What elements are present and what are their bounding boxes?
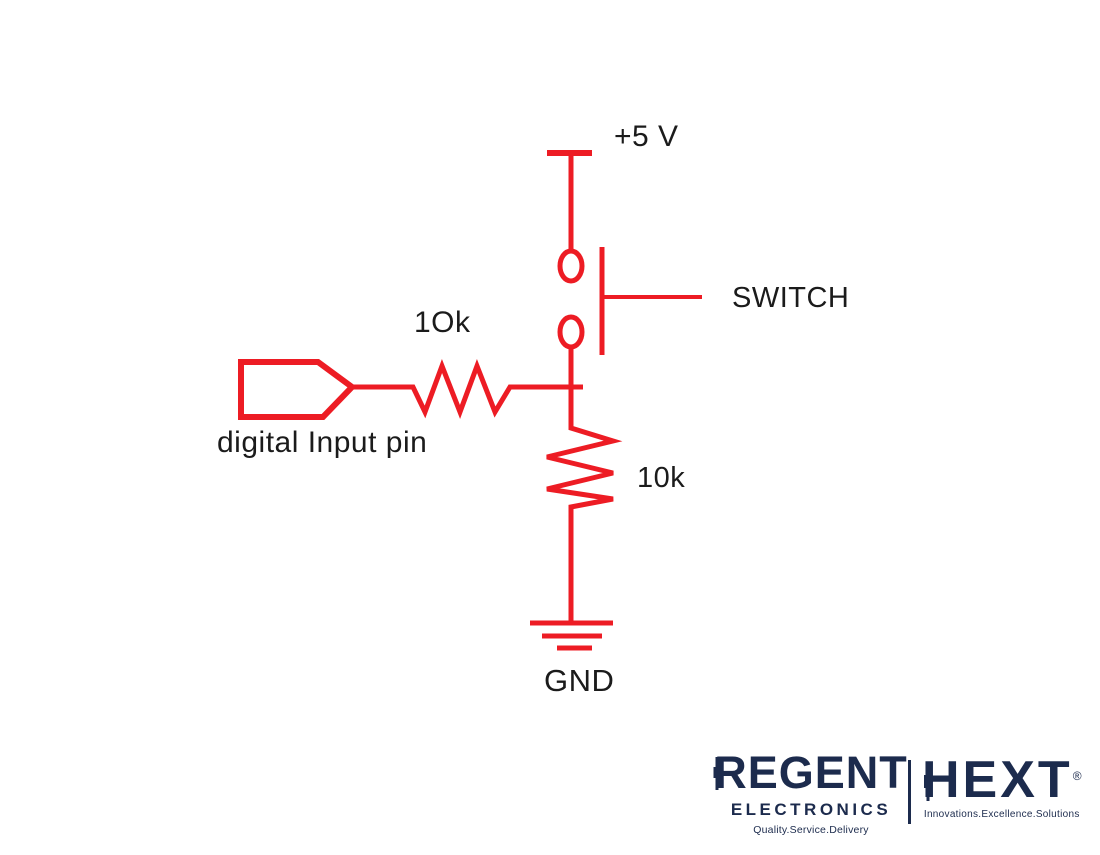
hext-logo: HEXT® Innovations.Excellence.Solutions (922, 754, 1082, 820)
switch-contact-bottom (557, 314, 585, 350)
regent-subtitle: ELECTRONICS (730, 800, 892, 819)
regent-logo: REGENT ELECTRONICS Quality.Service.Deliv… (712, 750, 908, 836)
pulldown-resistor-label: 10k (637, 462, 685, 494)
ground-label: GND (544, 663, 614, 698)
input-pin-label: digital Input pin (217, 426, 427, 459)
switch-label: SWITCH (732, 282, 849, 314)
brand-logos: REGENT ELECTRONICS Quality.Service.Deliv… (702, 750, 1098, 842)
switch-contact-top (557, 248, 585, 284)
series-resistor-symbol (352, 358, 583, 420)
ground-symbol (530, 620, 613, 651)
registered-trademark: ® (1072, 769, 1082, 783)
logo-divider (908, 760, 911, 824)
supply-label: +5 V (614, 120, 679, 153)
hext-name-text: HEXT (922, 751, 1073, 809)
series-resistor-label: 1Ok (414, 306, 471, 339)
regent-tagline: Quality.Service.Delivery (753, 824, 869, 836)
hext-tagline: Innovations.Excellence.Solutions (923, 809, 1080, 820)
regent-name-text: REGENT (714, 747, 908, 798)
regent-wordmark: REGENT (712, 750, 908, 795)
hext-component-icon (922, 763, 934, 801)
input-pin-symbol (238, 359, 357, 420)
hext-wordmark: HEXT® (922, 754, 1082, 806)
regent-component-icon (712, 757, 722, 790)
pulldown-resistor-symbol (546, 347, 623, 623)
